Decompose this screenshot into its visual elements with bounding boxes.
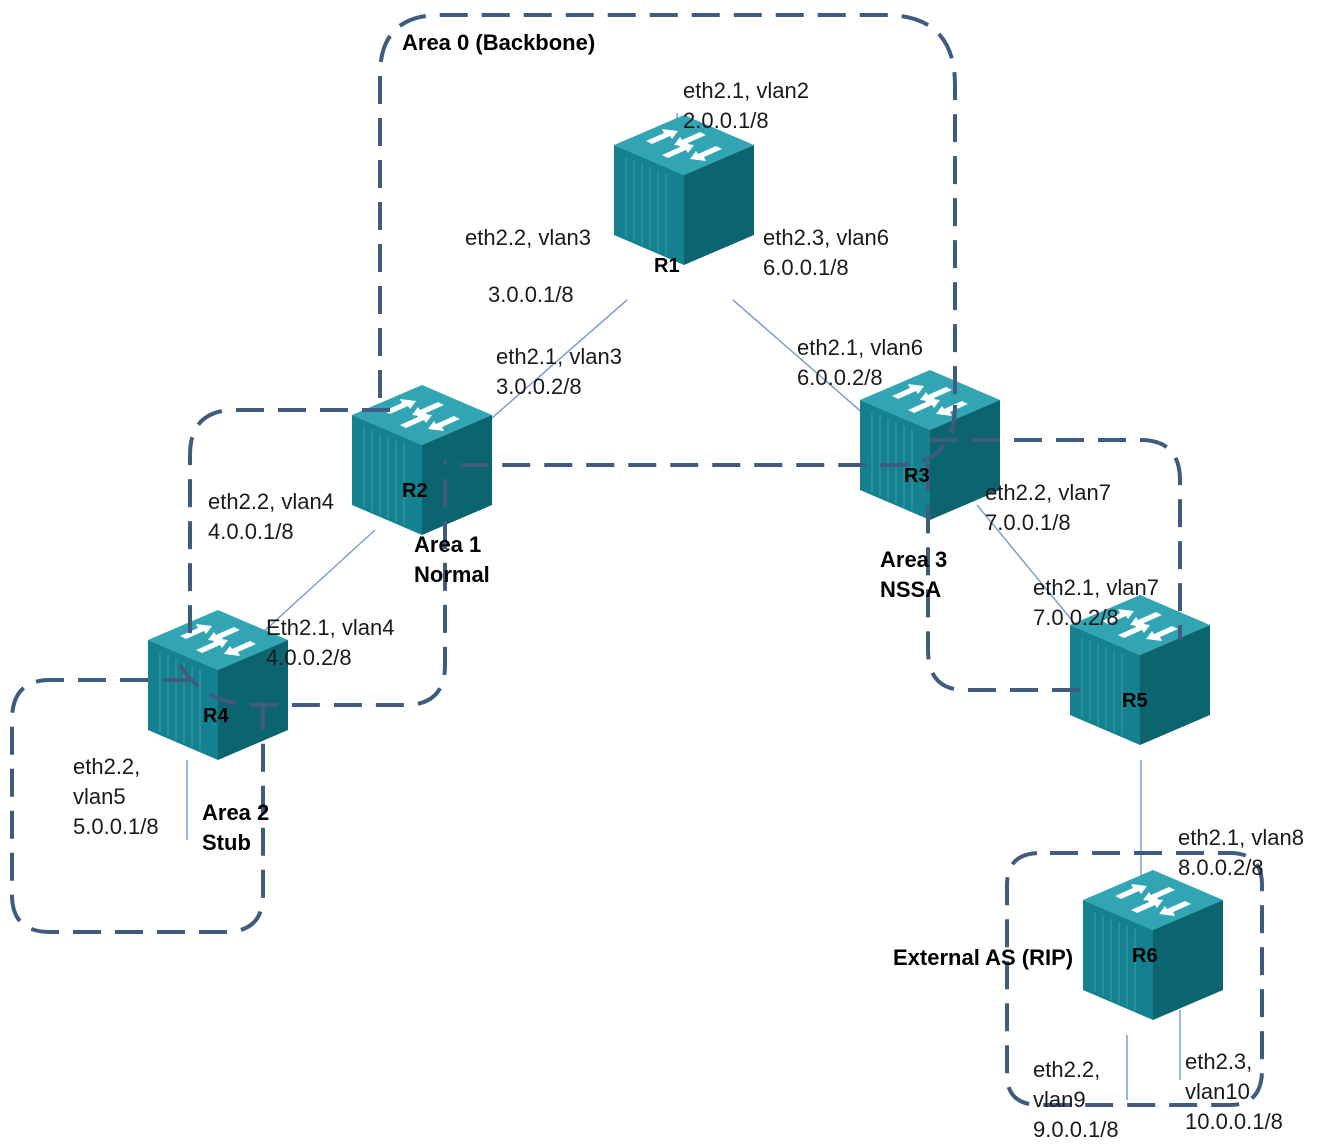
area1-label: Area 1 Normal [414, 532, 490, 587]
external-as-label: External AS (RIP) [893, 945, 1074, 970]
area3-boundary [926, 438, 1182, 692]
r4-eth22-label: eth2.2, vlan5 5.0.0.1/8 [73, 754, 159, 839]
r6-eth22-label: eth2.2, vlan9 9.0.0.1/8 [1033, 1057, 1119, 1142]
r2-eth22-label: eth2.2, vlan4 4.0.0.1/8 [208, 489, 334, 544]
r6-eth21-label: eth2.1, vlan8 8.0.0.2/8 [1178, 825, 1304, 880]
link-r1-r2 [483, 299, 628, 426]
router-r1[interactable] [613, 114, 755, 266]
r1-eth21-label: eth2.1, vlan2 2.0.0.1/8 [683, 78, 809, 133]
router-r6-label: R6 [1132, 945, 1158, 967]
r2-eth21-label: eth2.1, vlan3 3.0.0.2/8 [496, 344, 622, 399]
r1-eth22-ip-label: 3.0.0.1/8 [488, 282, 574, 307]
external-as-boundary [1005, 851, 1264, 1107]
r1-eth23-label: eth2.3, vlan6 6.0.0.1/8 [763, 225, 889, 280]
r4-eth21-label: Eth2.1, vlan4 4.0.0.2/8 [266, 615, 395, 670]
area0-label: Area 0 (Backbone) [402, 30, 596, 55]
router-r3-label: R3 [904, 465, 930, 487]
link-r1-r3 [732, 299, 866, 416]
r5-eth21-label: eth2.1, vlan7 7.0.0.2/8 [1033, 575, 1159, 630]
area2-boundary [10, 678, 265, 934]
area2-label: Area 2 Stub [202, 800, 270, 855]
router-r2[interactable] [351, 384, 493, 536]
area3-label: Area 3 NSSA [880, 547, 948, 602]
r3-eth22-label: eth2.2, vlan7 7.0.0.1/8 [985, 480, 1111, 535]
r6-eth23-label: eth2.3, vlan10 10.0.0.1/8 [1185, 1049, 1283, 1134]
area-boundaries [10, 13, 1264, 1107]
router-r5-label: R5 [1122, 690, 1148, 712]
link-r3-r5 [976, 504, 1081, 631]
r1-eth22-label: eth2.2, vlan3 [465, 225, 591, 250]
area1-boundary [178, 408, 447, 707]
area0-boundary [378, 13, 957, 467]
r3-eth21-label: eth2.1, vlan6 6.0.0.2/8 [797, 335, 923, 390]
router-r2-label: R2 [402, 480, 428, 502]
router-r4-label: R4 [203, 705, 229, 727]
router-r1-label: R1 [654, 255, 680, 277]
